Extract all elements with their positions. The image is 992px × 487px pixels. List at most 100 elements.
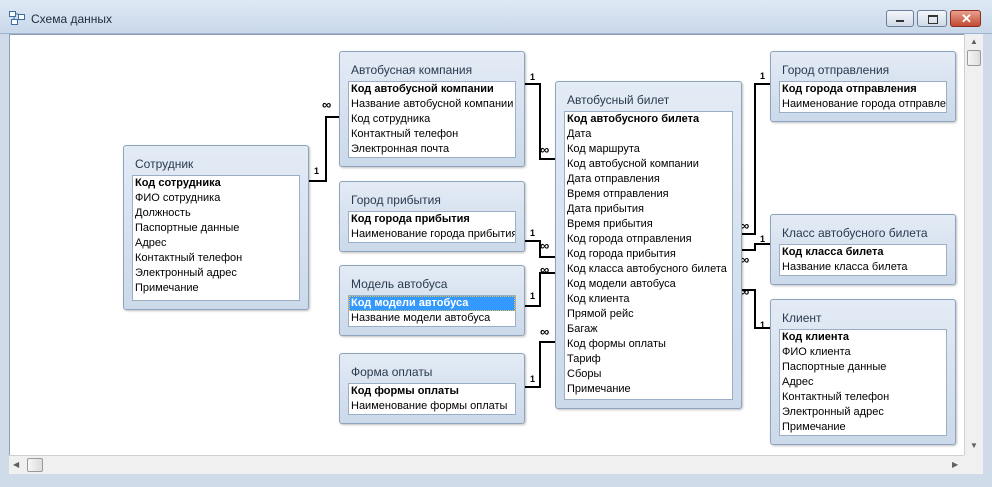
field-list: Код автобусного билета Дата Код маршрута… xyxy=(564,111,733,400)
field-item[interactable]: Код сотрудника xyxy=(351,113,431,125)
field-item[interactable]: Дата отправления xyxy=(567,173,660,185)
field-item[interactable]: Наименование города отправле xyxy=(782,98,947,110)
relation-line-model-ticket xyxy=(524,272,555,307)
one-mark: 1 xyxy=(314,166,320,176)
field-list: Код модели автобуса Название модели авто… xyxy=(348,295,516,327)
field-item[interactable]: Адрес xyxy=(782,376,814,388)
table-employee[interactable]: Сотрудник Код сотрудника ФИО сотрудника … xyxy=(123,145,309,310)
field-item[interactable]: Код клиента xyxy=(782,331,849,343)
field-item[interactable]: Контактный телефон xyxy=(135,252,243,264)
field-item[interactable]: Код города отправления xyxy=(782,83,917,95)
one-mark: 1 xyxy=(530,228,536,238)
field-item[interactable]: Электронный адрес xyxy=(135,267,237,279)
table-client[interactable]: Клиент Код клиента ФИО клиента Паспортны… xyxy=(770,299,956,445)
table-departure-city[interactable]: Город отправления Код города отправления… xyxy=(770,51,956,122)
scroll-up-icon[interactable]: ▲ xyxy=(970,37,978,46)
field-item[interactable]: Тариф xyxy=(567,353,601,365)
field-item-selected[interactable]: Код модели автобуса xyxy=(349,296,515,311)
field-item[interactable]: Код города прибытия xyxy=(567,248,676,260)
one-mark: 1 xyxy=(760,234,766,244)
field-item[interactable]: Должность xyxy=(135,207,191,219)
table-title: Автобусная компания xyxy=(351,63,473,77)
restore-button[interactable] xyxy=(917,10,947,27)
table-title: Автобусный билет xyxy=(567,93,670,107)
window-titlebar: Схема данных ✕ xyxy=(0,0,992,34)
field-item[interactable]: Название автобусной компании xyxy=(351,98,514,110)
field-item[interactable]: Код модели автобуса xyxy=(567,278,676,290)
field-item[interactable]: Багаж xyxy=(567,323,598,335)
scrollbar-corner xyxy=(964,455,983,474)
field-list: Код автобусной компании Название автобус… xyxy=(348,81,516,158)
table-ticket-class[interactable]: Класс автобусного билета Код класса биле… xyxy=(770,214,956,285)
vertical-scroll-thumb[interactable] xyxy=(967,50,981,66)
field-item[interactable]: Код формы оплаты xyxy=(567,338,666,350)
horizontal-scrollbar[interactable]: ◀ ▶ xyxy=(9,455,964,474)
field-item[interactable]: ФИО клиента xyxy=(782,346,851,358)
horizontal-scroll-thumb[interactable] xyxy=(27,458,43,472)
field-item[interactable]: Примечание xyxy=(782,421,846,433)
scroll-down-icon[interactable]: ▼ xyxy=(970,441,978,450)
table-bus-company[interactable]: Автобусная компания Код автобусной компа… xyxy=(339,51,525,167)
field-item[interactable]: Дата прибытия xyxy=(567,203,644,215)
table-bus-ticket[interactable]: Автобусный билет Код автобусного билета … xyxy=(555,81,742,409)
field-item[interactable]: Код клиента xyxy=(567,293,630,305)
field-item[interactable]: Название класса билета xyxy=(782,261,908,273)
table-title: Форма оплаты xyxy=(351,365,433,379)
field-item[interactable]: Контактный телефон xyxy=(351,128,459,140)
field-list: Код класса билета Название класса билета xyxy=(779,244,947,276)
minimize-button[interactable] xyxy=(886,10,914,27)
table-title: Сотрудник xyxy=(135,157,194,171)
relation-line-ticket-class xyxy=(741,243,770,251)
scroll-right-icon[interactable]: ▶ xyxy=(952,460,959,469)
field-item[interactable]: Контактный телефон xyxy=(782,391,890,403)
field-item[interactable]: Код маршрута xyxy=(567,143,640,155)
relation-line-ticket-departure xyxy=(741,83,770,235)
relationships-canvas[interactable]: 1 ∞ 1 ∞ 1 ∞ 1 ∞ 1 ∞ 1 ∞ 1 ∞ 1 ∞ Сотрудни… xyxy=(9,34,965,456)
field-item[interactable]: Паспортные данные xyxy=(782,361,887,373)
field-item[interactable]: Код класса автобусного билета xyxy=(567,263,727,275)
table-title: Модель автобуса xyxy=(351,277,448,291)
field-item[interactable]: Примечание xyxy=(567,383,631,395)
relationships-icon xyxy=(9,11,25,25)
window-title: Схема данных xyxy=(31,12,113,26)
field-item[interactable]: Сборы xyxy=(567,368,602,380)
field-item[interactable]: Наименование формы оплаты xyxy=(351,400,508,412)
table-arrival-city[interactable]: Город прибытия Код города прибытия Наиме… xyxy=(339,181,525,252)
table-payment-form[interactable]: Форма оплаты Код формы оплаты Наименован… xyxy=(339,353,525,424)
field-item[interactable]: Наименование города прибытия xyxy=(351,228,516,240)
field-list: Код города отправления Наименование горо… xyxy=(779,81,947,113)
table-bus-model[interactable]: Модель автобуса Код модели автобуса Назв… xyxy=(339,265,525,336)
field-item[interactable]: Адрес xyxy=(135,237,167,249)
field-item[interactable]: Код автобусного билета xyxy=(567,113,700,125)
field-list: Код формы оплаты Наименование формы опла… xyxy=(348,383,516,415)
field-item[interactable]: Дата xyxy=(567,128,592,140)
field-item[interactable]: Паспортные данные xyxy=(135,222,240,234)
close-button[interactable]: ✕ xyxy=(950,10,981,27)
minimize-icon xyxy=(896,20,904,22)
field-item[interactable]: Электронный адрес xyxy=(782,406,884,418)
field-item[interactable]: Прямой рейс xyxy=(567,308,634,320)
window-bottom-frame xyxy=(0,474,992,487)
one-mark: 1 xyxy=(530,374,536,384)
field-item[interactable]: Код сотрудника xyxy=(135,177,221,189)
one-mark: 1 xyxy=(760,71,766,81)
field-item[interactable]: Код автобусной компании xyxy=(567,158,699,170)
field-item[interactable]: Примечание xyxy=(135,282,199,294)
field-item[interactable]: Код города отправления xyxy=(567,233,692,245)
restore-icon xyxy=(928,15,938,24)
vertical-scrollbar[interactable]: ▲ ▼ xyxy=(964,34,983,455)
close-icon: ✕ xyxy=(961,11,972,26)
scroll-left-icon[interactable]: ◀ xyxy=(13,460,20,469)
many-mark: ∞ xyxy=(540,238,549,253)
field-item[interactable]: Код формы оплаты xyxy=(351,385,459,397)
many-mark: ∞ xyxy=(740,284,749,299)
field-item[interactable]: Код класса билета xyxy=(782,246,884,258)
field-item[interactable]: Код города прибытия xyxy=(351,213,470,225)
field-item[interactable]: Название модели автобуса xyxy=(351,312,491,324)
field-item[interactable]: Время прибытия xyxy=(567,218,653,230)
field-item[interactable]: ФИО сотрудника xyxy=(135,192,221,204)
relationship-lines xyxy=(303,83,770,388)
field-item[interactable]: Код автобусной компании xyxy=(351,83,494,95)
field-item[interactable]: Время отправления xyxy=(567,188,669,200)
field-item[interactable]: Электронная почта xyxy=(351,143,450,155)
